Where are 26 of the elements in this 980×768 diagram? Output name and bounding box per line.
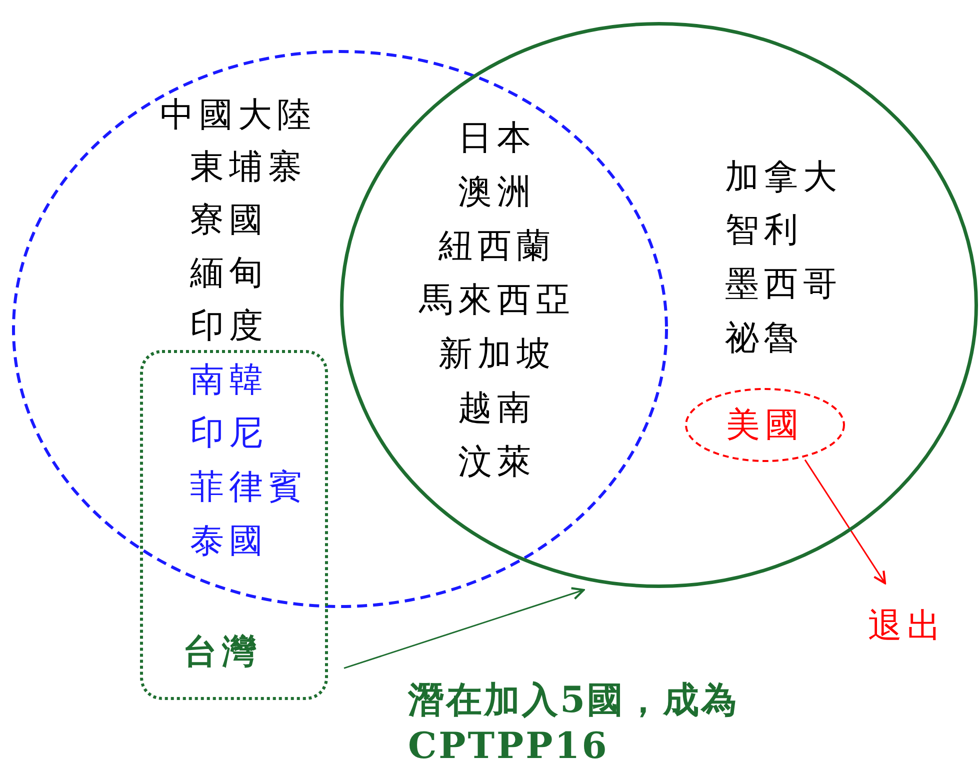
country-name: 新加坡	[438, 334, 556, 374]
country-name: 澳洲	[458, 172, 536, 212]
country-name: 緬甸	[190, 253, 268, 293]
country-name: 菲律賓	[190, 467, 307, 507]
arrow	[804, 459, 886, 584]
country-name: 中國大陸	[160, 95, 316, 135]
country-name: 南韓	[190, 360, 268, 400]
country-name: 寮國	[190, 200, 268, 240]
country-name: 印尼	[190, 413, 268, 453]
country-name: 汶萊	[458, 442, 536, 482]
country-name: 祕魯	[725, 318, 803, 358]
country-name: 墨西哥	[725, 264, 842, 304]
country-name: 越南	[458, 388, 536, 428]
country-name: 台灣	[183, 632, 261, 672]
country-name: 加拿大	[725, 157, 842, 197]
note-text: 退出	[868, 606, 946, 646]
country-name: 馬來西亞	[419, 280, 575, 320]
note-text: 潛在加入5國，成為CPTPP16	[408, 678, 740, 768]
country-name: 美國	[726, 405, 804, 445]
country-name: 東埔寨	[190, 147, 307, 187]
country-name: 紐西蘭	[438, 226, 556, 266]
country-name: 日本	[458, 118, 536, 158]
country-name: 泰國	[190, 521, 268, 561]
country-name: 智利	[725, 210, 803, 250]
arrow	[344, 587, 585, 669]
country-name: 印度	[190, 306, 268, 346]
